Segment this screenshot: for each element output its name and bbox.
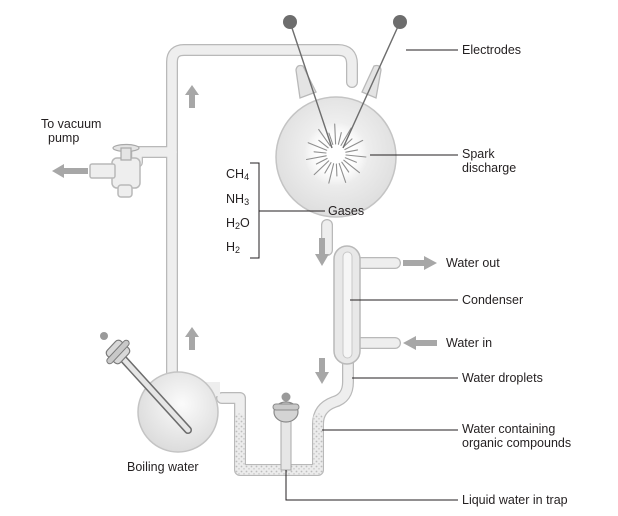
spark-ray: [344, 157, 357, 163]
label-vacuum-line1: To vacuum: [41, 117, 102, 131]
spark-ray: [318, 128, 331, 147]
glass-tubing: [131, 44, 401, 476]
label-water-organic-line1: Water containing: [462, 422, 556, 436]
right-electrode-knob: [393, 15, 407, 29]
vacuum-stopcock: [89, 143, 141, 198]
trap-water: [235, 413, 323, 475]
label-electrodes: Electrodes: [462, 43, 522, 57]
spark-ray: [341, 161, 350, 173]
spark-ray: [338, 162, 347, 183]
spark-ray: [313, 151, 327, 154]
label-spark-line1: Spark: [462, 147, 495, 161]
arrow-down-bottom: [315, 358, 329, 384]
spark-ray: [337, 132, 342, 145]
boiling-flask-stopper: [100, 332, 192, 434]
label-liquid-water-trap: Liquid water in trap: [462, 493, 568, 507]
leader-lines: [250, 49, 458, 501]
gas-nh3: NH3: [226, 192, 250, 207]
spark-ray: [345, 149, 359, 153]
condenser: [333, 245, 361, 365]
electrodes: [283, 15, 407, 149]
arrow-up-bottom: [185, 327, 199, 350]
spark-ray: [305, 155, 327, 161]
arrow-vacuum-left: [52, 164, 88, 178]
label-gases: Gases: [328, 204, 365, 218]
spark-ray: [315, 157, 328, 165]
spark-ray: [307, 142, 328, 151]
trap-stopcock: [272, 392, 300, 471]
spark-ray: [335, 163, 338, 177]
spark-ray: [340, 127, 352, 146]
spark-ray: [344, 139, 364, 151]
flow-arrows: [52, 85, 437, 384]
spark-ray: [334, 123, 337, 145]
spark-ray: [328, 132, 334, 146]
label-vacuum-line2: pump: [48, 131, 80, 145]
spark-ray: [343, 159, 361, 174]
arrow-up-top: [185, 85, 199, 108]
label-condenser: Condenser: [462, 293, 524, 307]
left-electrode-knob: [283, 15, 297, 29]
arrow-water-out: [403, 256, 437, 270]
spark-ray: [324, 162, 332, 174]
spark-ray: [313, 160, 330, 176]
label-spark-line2: discharge: [462, 161, 517, 175]
spark-ray: [318, 139, 329, 149]
label-water-out: Water out: [446, 256, 500, 270]
label-water-organic-line2: organic compounds: [462, 436, 572, 450]
spark-ray: [345, 154, 367, 158]
label-water-droplets: Water droplets: [462, 371, 543, 385]
gas-h2o: H2O: [226, 216, 250, 231]
arrow-water-in: [403, 336, 437, 350]
gas-h2: H2: [226, 240, 241, 255]
spark-ray: [328, 163, 335, 184]
spark-discharge: [304, 122, 368, 186]
label-water-in: Water in: [446, 336, 493, 350]
gas-ch4: CH4: [226, 167, 250, 182]
arrow-down-top: [315, 238, 329, 266]
label-boiling-water: Boiling water: [127, 460, 199, 474]
